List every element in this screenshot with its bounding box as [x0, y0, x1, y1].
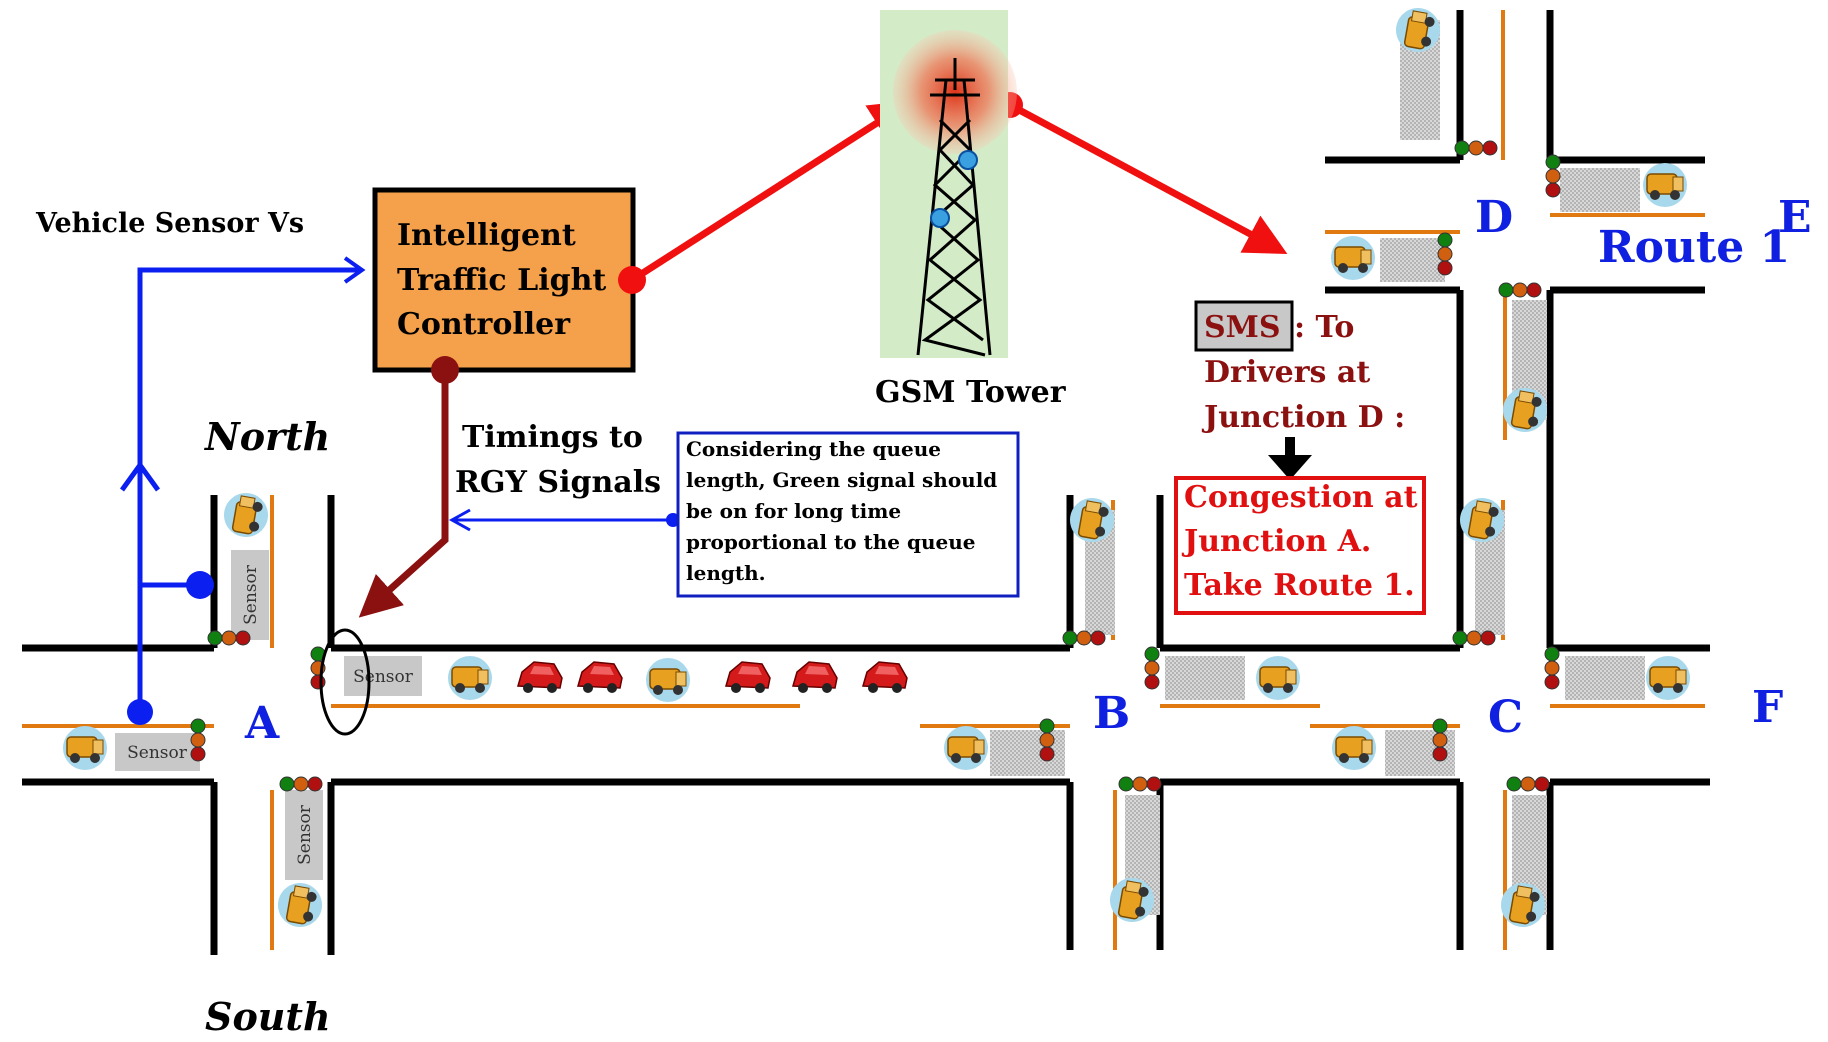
controller-dark-node [431, 356, 459, 384]
van-d-west [1331, 236, 1375, 280]
north-label: North [204, 414, 330, 459]
van-c-east [1646, 656, 1690, 700]
note-line-2: length, Green signal should [686, 468, 997, 492]
car-queue-5 [862, 661, 908, 693]
van-b-west [944, 726, 988, 770]
light-d-north-icon [1454, 140, 1498, 156]
junction-label-d: D [1475, 192, 1513, 243]
van-queue-2 [646, 658, 690, 702]
vehicles [63, 8, 1690, 927]
sensor-east: Sensor [344, 656, 422, 696]
van-c-south [1501, 883, 1545, 927]
congestion-line-2: Junction A. [1181, 524, 1371, 559]
sensor-west: Sensor [115, 733, 200, 771]
van-d-south [1503, 388, 1547, 432]
traffic-lights [190, 140, 1561, 792]
controller-line-1: Intelligent [397, 218, 576, 253]
controller-box: Intelligent Traffic Light Controller [372, 187, 636, 373]
light-b-west-icon [1039, 718, 1055, 762]
junction-label-a: A [244, 698, 280, 749]
congestion-line-3: Take Route 1. [1184, 568, 1415, 603]
vehicle-sensor-label: Vehicle Sensor Vs [35, 208, 304, 239]
junction-label-f: F [1752, 682, 1783, 733]
sms-down-arrow-icon [1268, 455, 1312, 480]
sms-line-2: Drivers at [1204, 355, 1370, 390]
note-line-1: Considering the queue [686, 437, 941, 461]
sms-line-1: : To [1294, 310, 1354, 345]
wire-node-west [127, 699, 153, 725]
light-a-west-icon [190, 718, 206, 762]
gsm-tower-icon [880, 10, 1017, 358]
car-queue-3 [725, 661, 771, 693]
note-line-3: be on for long time [686, 499, 901, 523]
controller-red-node [618, 266, 646, 294]
light-d-south-icon [1498, 282, 1542, 298]
controller-line-2: Traffic Light [397, 263, 606, 298]
van-a-north [224, 493, 268, 537]
van-b-south [1110, 878, 1154, 922]
sms-label: SMS [1204, 310, 1281, 345]
car-queue-1 [517, 661, 563, 693]
sms-line-3: Junction D : [1201, 400, 1405, 435]
timings-line-1: Timings to [462, 420, 643, 455]
queue-note-box: Considering the queue length, Green sign… [676, 431, 1020, 598]
van-a-south [278, 883, 322, 927]
light-b-north-icon [1062, 630, 1106, 646]
sensor-north-label: Sensor [241, 564, 261, 625]
route-label: Route 1 [1598, 222, 1790, 273]
light-c-north-icon [1452, 630, 1496, 646]
south-label: South [205, 994, 331, 1039]
light-b-south-icon [1118, 776, 1162, 792]
sensor-east-label: Sensor [353, 667, 414, 687]
light-c-west-icon [1432, 718, 1448, 762]
van-queue-1 [448, 656, 492, 700]
note-arrow-head [448, 508, 471, 532]
van-c-west [1332, 726, 1376, 770]
junction-label-c: C [1488, 692, 1523, 743]
van-b-east [1256, 656, 1300, 700]
junction-label-b: B [1093, 688, 1130, 739]
junction-label-e: E [1778, 192, 1812, 243]
note-line-4: proportional to the queue [686, 530, 975, 554]
light-b-east-icon [1144, 646, 1160, 690]
van-d-north [1396, 8, 1440, 52]
wire-node-north [186, 571, 214, 599]
sensor-west-label: Sensor [127, 743, 188, 763]
sensor-south: Sensor [285, 790, 323, 880]
arrow-controller-to-tower [630, 100, 913, 283]
congestion-line-1: Congestion at [1184, 480, 1418, 515]
car-queue-2 [577, 661, 623, 693]
van-a-west [63, 726, 107, 770]
van-b-north [1070, 498, 1114, 542]
arrow-controller-to-signal [358, 370, 449, 618]
light-c-east-icon [1544, 646, 1560, 690]
sensor-north: Sensor [231, 550, 269, 640]
signal-highlight-ellipse [319, 628, 371, 736]
van-c-north [1460, 498, 1504, 542]
congestion-box: Congestion at Junction A. Take Route 1. [1174, 476, 1426, 615]
light-a-south-icon [279, 776, 323, 792]
light-d-east-icon [1545, 154, 1561, 198]
van-d-east [1643, 163, 1687, 207]
light-c-south-icon [1506, 776, 1550, 792]
road-network [22, 10, 1710, 955]
sensors: Sensor Sensor Sensor Sensor [115, 550, 422, 880]
controller-line-3: Controller [397, 307, 571, 342]
sms-message: SMS : To Drivers at Junction D : [1194, 300, 1405, 480]
timings-line-2: RGY Signals [455, 465, 661, 500]
light-d-west-icon [1437, 232, 1453, 276]
note-line-5: length. [686, 561, 766, 585]
sensor-south-label: Sensor [295, 804, 315, 865]
light-a-north-icon [207, 630, 251, 646]
gsm-tower-label: GSM Tower [875, 375, 1067, 410]
car-queue-4 [792, 661, 838, 693]
arrow-tower-to-d [1008, 101, 1288, 254]
